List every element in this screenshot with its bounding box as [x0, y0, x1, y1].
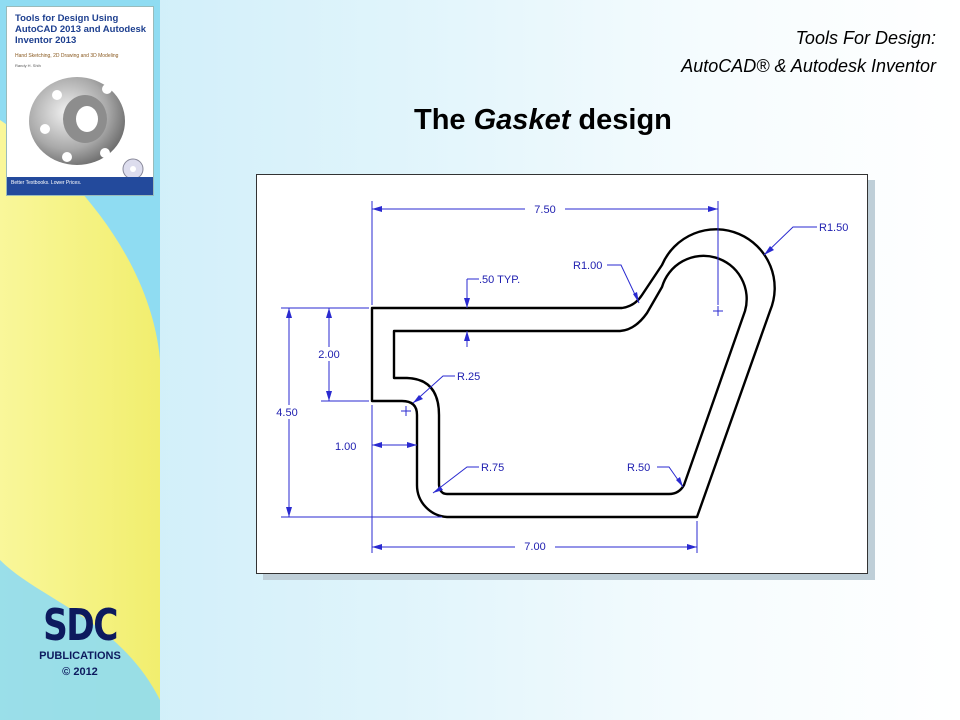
- header-line-2: AutoCAD® & Autodesk Inventor: [681, 56, 936, 76]
- yellow-swoosh-decoration: [0, 120, 160, 720]
- gasket-outer-outline: [370, 228, 776, 519]
- dim-radius-small-label: R.25: [457, 371, 480, 383]
- dim-thickness: .50 TYP.: [464, 274, 520, 347]
- dim-radius-inner-corner-label: R.75: [481, 462, 504, 474]
- dim-radius-top-right-label: R1.50: [819, 222, 848, 234]
- dim-radius-bottom-right: R.50: [627, 462, 684, 488]
- slide-title: The Gasket design: [414, 104, 672, 137]
- dim-radius-inner-corner: R.75: [432, 462, 504, 494]
- gasket-drawing-canvas: 7.50 7.00 4.50 2.00 1.00: [271, 201, 848, 553]
- book-cover: Tools for Design Using AutoCAD 2013 and …: [6, 6, 154, 196]
- dim-thickness-label: .50 TYP.: [479, 274, 520, 286]
- dim-left-height-label: 4.50: [276, 407, 297, 419]
- dim-bottom-width: 7.00: [371, 405, 698, 553]
- flange-part-image: [29, 77, 144, 179]
- gasket-inner-outline: [392, 254, 748, 496]
- book-footer: Better Textbooks. Lower Prices.: [7, 177, 153, 195]
- dim-inner-height-label: 2.00: [318, 349, 339, 361]
- dim-top-width: 7.50: [371, 201, 719, 305]
- dim-left-height: 4.50: [271, 307, 442, 518]
- header-line-1: Tools For Design:: [795, 28, 936, 48]
- book-title: Tools for Design Using AutoCAD 2013 and …: [15, 13, 147, 46]
- dim-radius-top-fillet-label: R1.00: [573, 260, 602, 272]
- dim-radius-bottom-right-label: R.50: [627, 462, 650, 474]
- dim-radius-top-fillet: R1.00: [573, 260, 640, 304]
- dim-inset-label: 1.00: [335, 441, 356, 453]
- dim-inner-height: 2.00: [313, 308, 369, 402]
- dim-radius-small: R.25: [412, 371, 480, 404]
- publications-label: PUBLICATIONS: [39, 650, 121, 662]
- title-suffix: design: [578, 104, 672, 136]
- title-prefix: The: [414, 104, 466, 136]
- dim-bottom-width-label: 7.00: [524, 541, 545, 553]
- gasket-drawing: 7.50 7.00 4.50 2.00 1.00: [256, 174, 868, 574]
- book-author: Randy H. Shih: [15, 63, 41, 68]
- dim-top-width-label: 7.50: [534, 204, 555, 216]
- sdc-logo: SDC: [43, 600, 118, 651]
- dim-radius-top-right: R1.50: [763, 222, 848, 256]
- copyright-label: © 2012: [62, 666, 98, 678]
- dim-inset: 1.00: [335, 441, 417, 453]
- book-subtitle: Hand Sketching, 2D Drawing and 3D Modeli…: [15, 53, 119, 59]
- center-mark-large: [713, 306, 723, 316]
- center-mark-small: [401, 406, 411, 416]
- left-panel: Tools for Design Using AutoCAD 2013 and …: [0, 0, 160, 720]
- title-emphasis: Gasket: [473, 104, 571, 136]
